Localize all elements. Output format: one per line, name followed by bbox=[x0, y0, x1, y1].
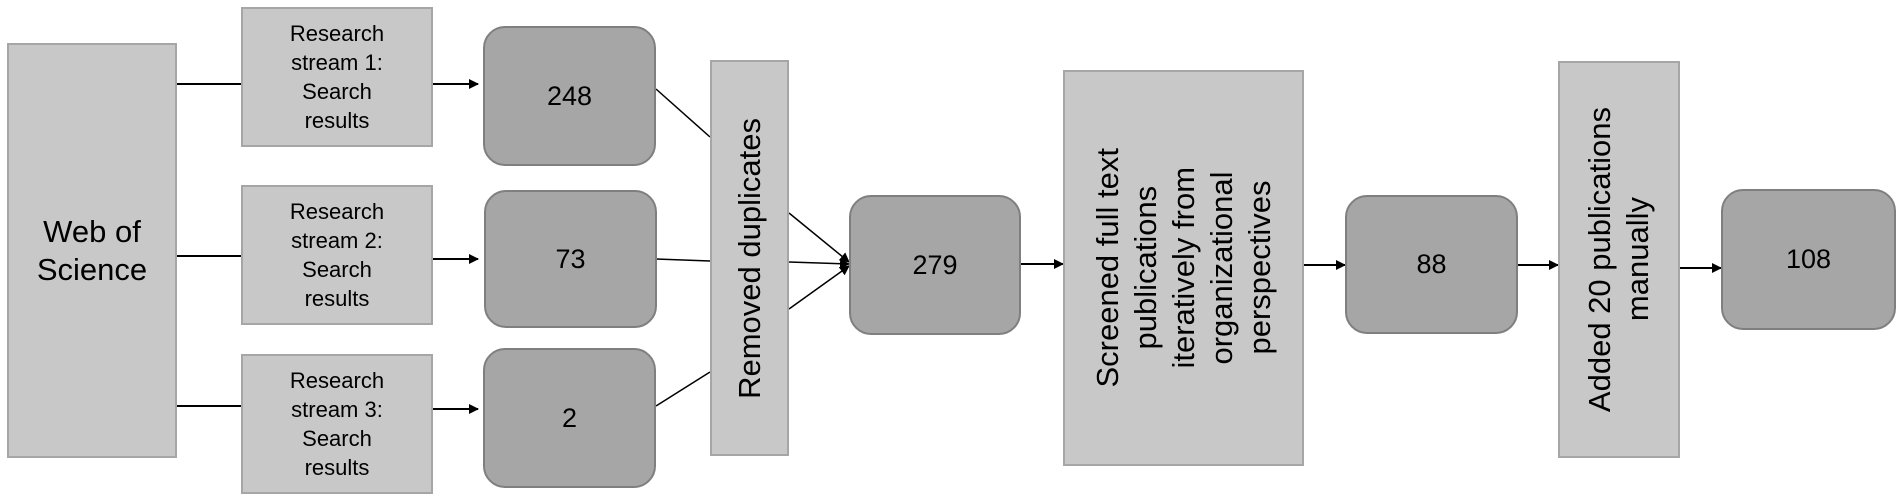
stream-2-box: Research stream 2: Search results bbox=[241, 185, 433, 325]
source-box: Web of Science bbox=[7, 43, 177, 458]
arrow-dedup-279-bottom bbox=[788, 265, 850, 310]
stream-3-count: 2 bbox=[561, 402, 578, 433]
screen-label: Screened full text publications iterativ… bbox=[1089, 148, 1277, 388]
screen-box: Screened full text publications iterativ… bbox=[1063, 70, 1304, 466]
connector-73-dedup bbox=[655, 258, 711, 262]
connector-2-dedup bbox=[655, 371, 711, 407]
final-count: 108 bbox=[1785, 244, 1832, 274]
stream-3-label: Research stream 3: Search results bbox=[289, 368, 385, 480]
stream-2-count-box: 73 bbox=[484, 190, 657, 328]
added-label: Added 20 publications manually bbox=[1582, 106, 1655, 413]
stream-1-count-box: 248 bbox=[483, 26, 656, 166]
after-screen-count: 88 bbox=[1416, 249, 1447, 279]
stream-3-count-box: 2 bbox=[483, 348, 656, 488]
arrow-dedup-279-mid bbox=[788, 258, 850, 269]
stream-1-count: 248 bbox=[546, 80, 593, 111]
dedup-label: Removed duplicates bbox=[731, 117, 767, 399]
stream-3-box: Research stream 3: Search results bbox=[241, 354, 433, 494]
stream-1-label: Research stream 1: Search results bbox=[289, 21, 385, 133]
final-box: 108 bbox=[1721, 189, 1896, 330]
stream-2-label: Research stream 2: Search results bbox=[289, 199, 385, 311]
connector-248-dedup bbox=[655, 88, 711, 138]
added-box: Added 20 publications manually bbox=[1558, 61, 1680, 458]
stream-2-count: 73 bbox=[555, 243, 586, 274]
arrow-dedup-279-top bbox=[788, 212, 850, 263]
stream-1-box: Research stream 1: Search results bbox=[241, 7, 433, 147]
source-label: Web of Science bbox=[36, 213, 148, 287]
after-screen-box: 88 bbox=[1345, 195, 1518, 334]
dedup-box: Removed duplicates bbox=[710, 60, 789, 456]
after-dedup-box: 279 bbox=[849, 195, 1021, 335]
after-dedup-count: 279 bbox=[912, 249, 958, 280]
